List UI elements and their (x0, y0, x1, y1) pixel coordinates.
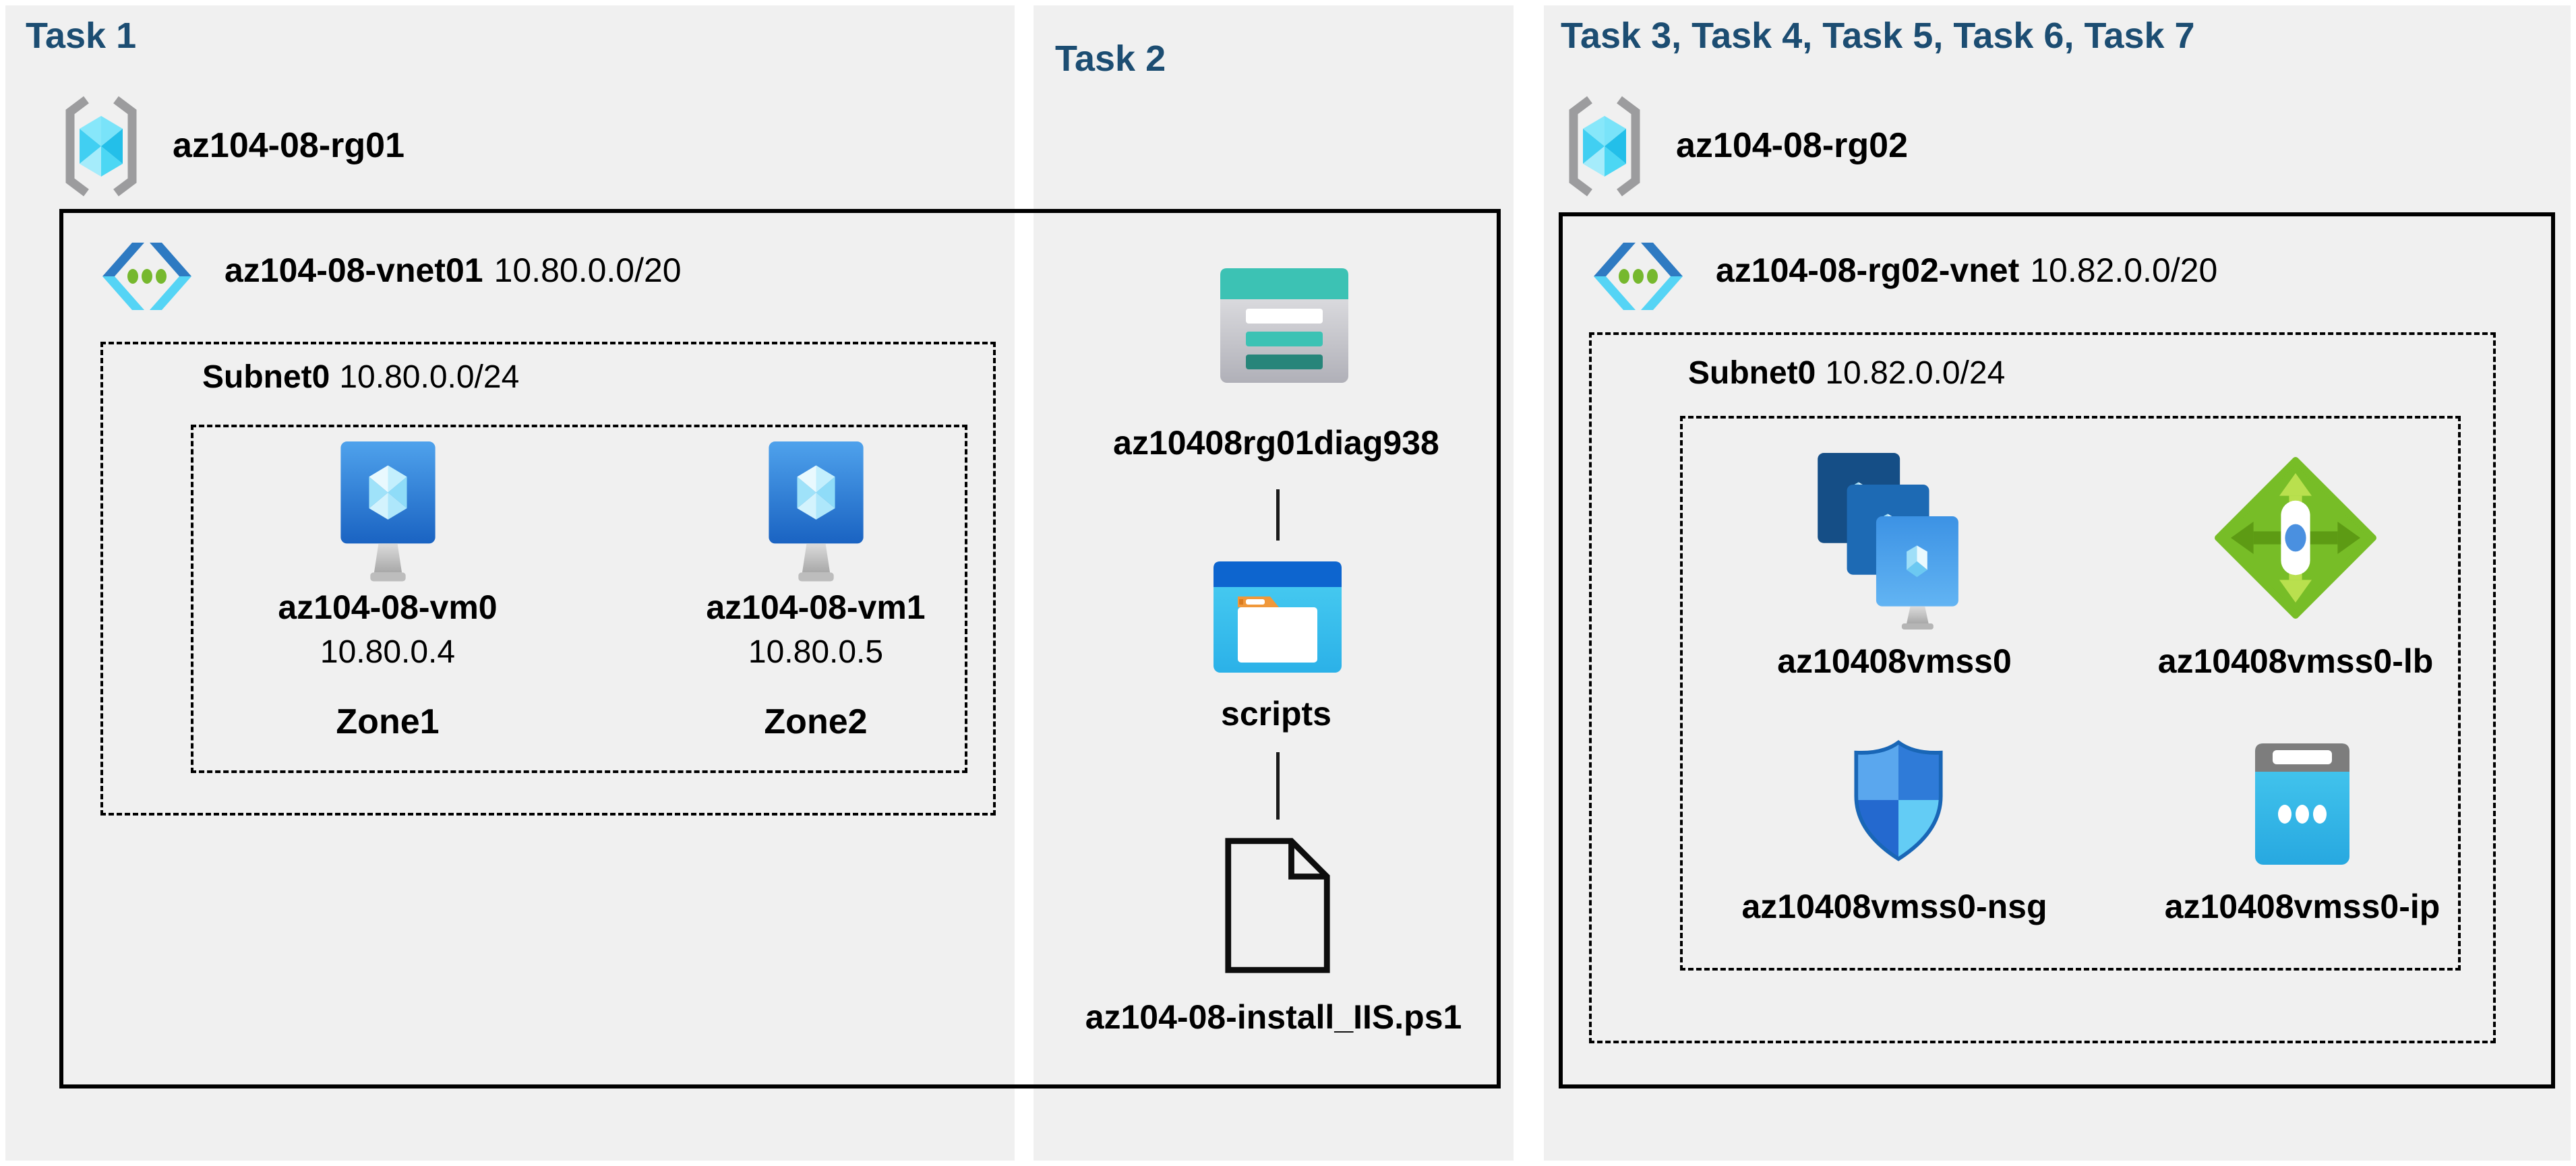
load-balancer-icon (2215, 457, 2376, 619)
vnet-cidr: 10.82.0.0/20 (2030, 251, 2218, 289)
nsg-icon (1854, 739, 1943, 861)
vnet-name: az104-08-rg02-vnet (1716, 251, 2020, 289)
vm-name: az104-08-vm0 (278, 588, 498, 626)
blob-container-icon (1214, 561, 1342, 673)
vnet-header: az104-08-vnet01 10.80.0.0/20 (224, 251, 682, 290)
connector-line (1276, 489, 1280, 541)
subnet-box (1589, 332, 2496, 1043)
subnet-box (100, 342, 996, 816)
resource-group-name: az104-08-rg01 (173, 126, 405, 165)
load-balancer-name: az10408vmss0-lb (2157, 642, 2434, 680)
vnet-boundary-box (1559, 212, 2555, 1088)
storage-account-name: az10408rg01diag938 (1113, 424, 1439, 462)
vm-ip: 10.80.0.4 (320, 634, 456, 670)
vnet-name: az104-08-vnet01 (224, 251, 483, 289)
connector-line (1276, 752, 1280, 820)
nsg-name: az10408vmss0-nsg (1741, 888, 2047, 925)
task2-title: Task 2 (1055, 38, 1166, 79)
vnet-header: az104-08-rg02-vnet 10.82.0.0/20 (1716, 251, 2217, 290)
virtual-network-icon (102, 243, 191, 310)
virtual-machine-icon (769, 441, 864, 582)
public-ip-icon (2255, 743, 2349, 865)
container-name: scripts (1221, 695, 1331, 733)
task1-title: Task 1 (26, 16, 137, 56)
vmss-name: az10408vmss0 (1777, 642, 2012, 680)
availability-zone-box (191, 425, 967, 773)
file-name: az104-08-install_IIS.ps1 (1085, 998, 1462, 1036)
vnet-cidr: 10.80.0.0/20 (493, 251, 682, 289)
task1-panel (5, 5, 1015, 1161)
vm-ip: 10.80.0.5 (748, 634, 884, 670)
resource-group-name: az104-08-rg02 (1676, 126, 1908, 165)
storage-account-icon (1220, 268, 1348, 383)
virtual-network-icon (1594, 243, 1683, 310)
resource-group-icon (65, 96, 137, 197)
vmss-icon (1818, 453, 1958, 630)
task3-title: Task 3, Task 4, Task 5, Task 6, Task 7 (1561, 16, 2195, 56)
resource-group-icon (1569, 96, 1640, 197)
file-icon (1225, 838, 1330, 973)
vm-name: az104-08-vm1 (706, 588, 926, 626)
vm-zone: Zone1 (336, 702, 440, 741)
vm-zone: Zone2 (764, 702, 868, 741)
vmss-resources-box (1680, 416, 2461, 971)
public-ip-name: az10408vmss0-ip (2164, 888, 2440, 925)
vnet-boundary-box (59, 209, 1501, 1088)
virtual-machine-icon (340, 441, 436, 582)
